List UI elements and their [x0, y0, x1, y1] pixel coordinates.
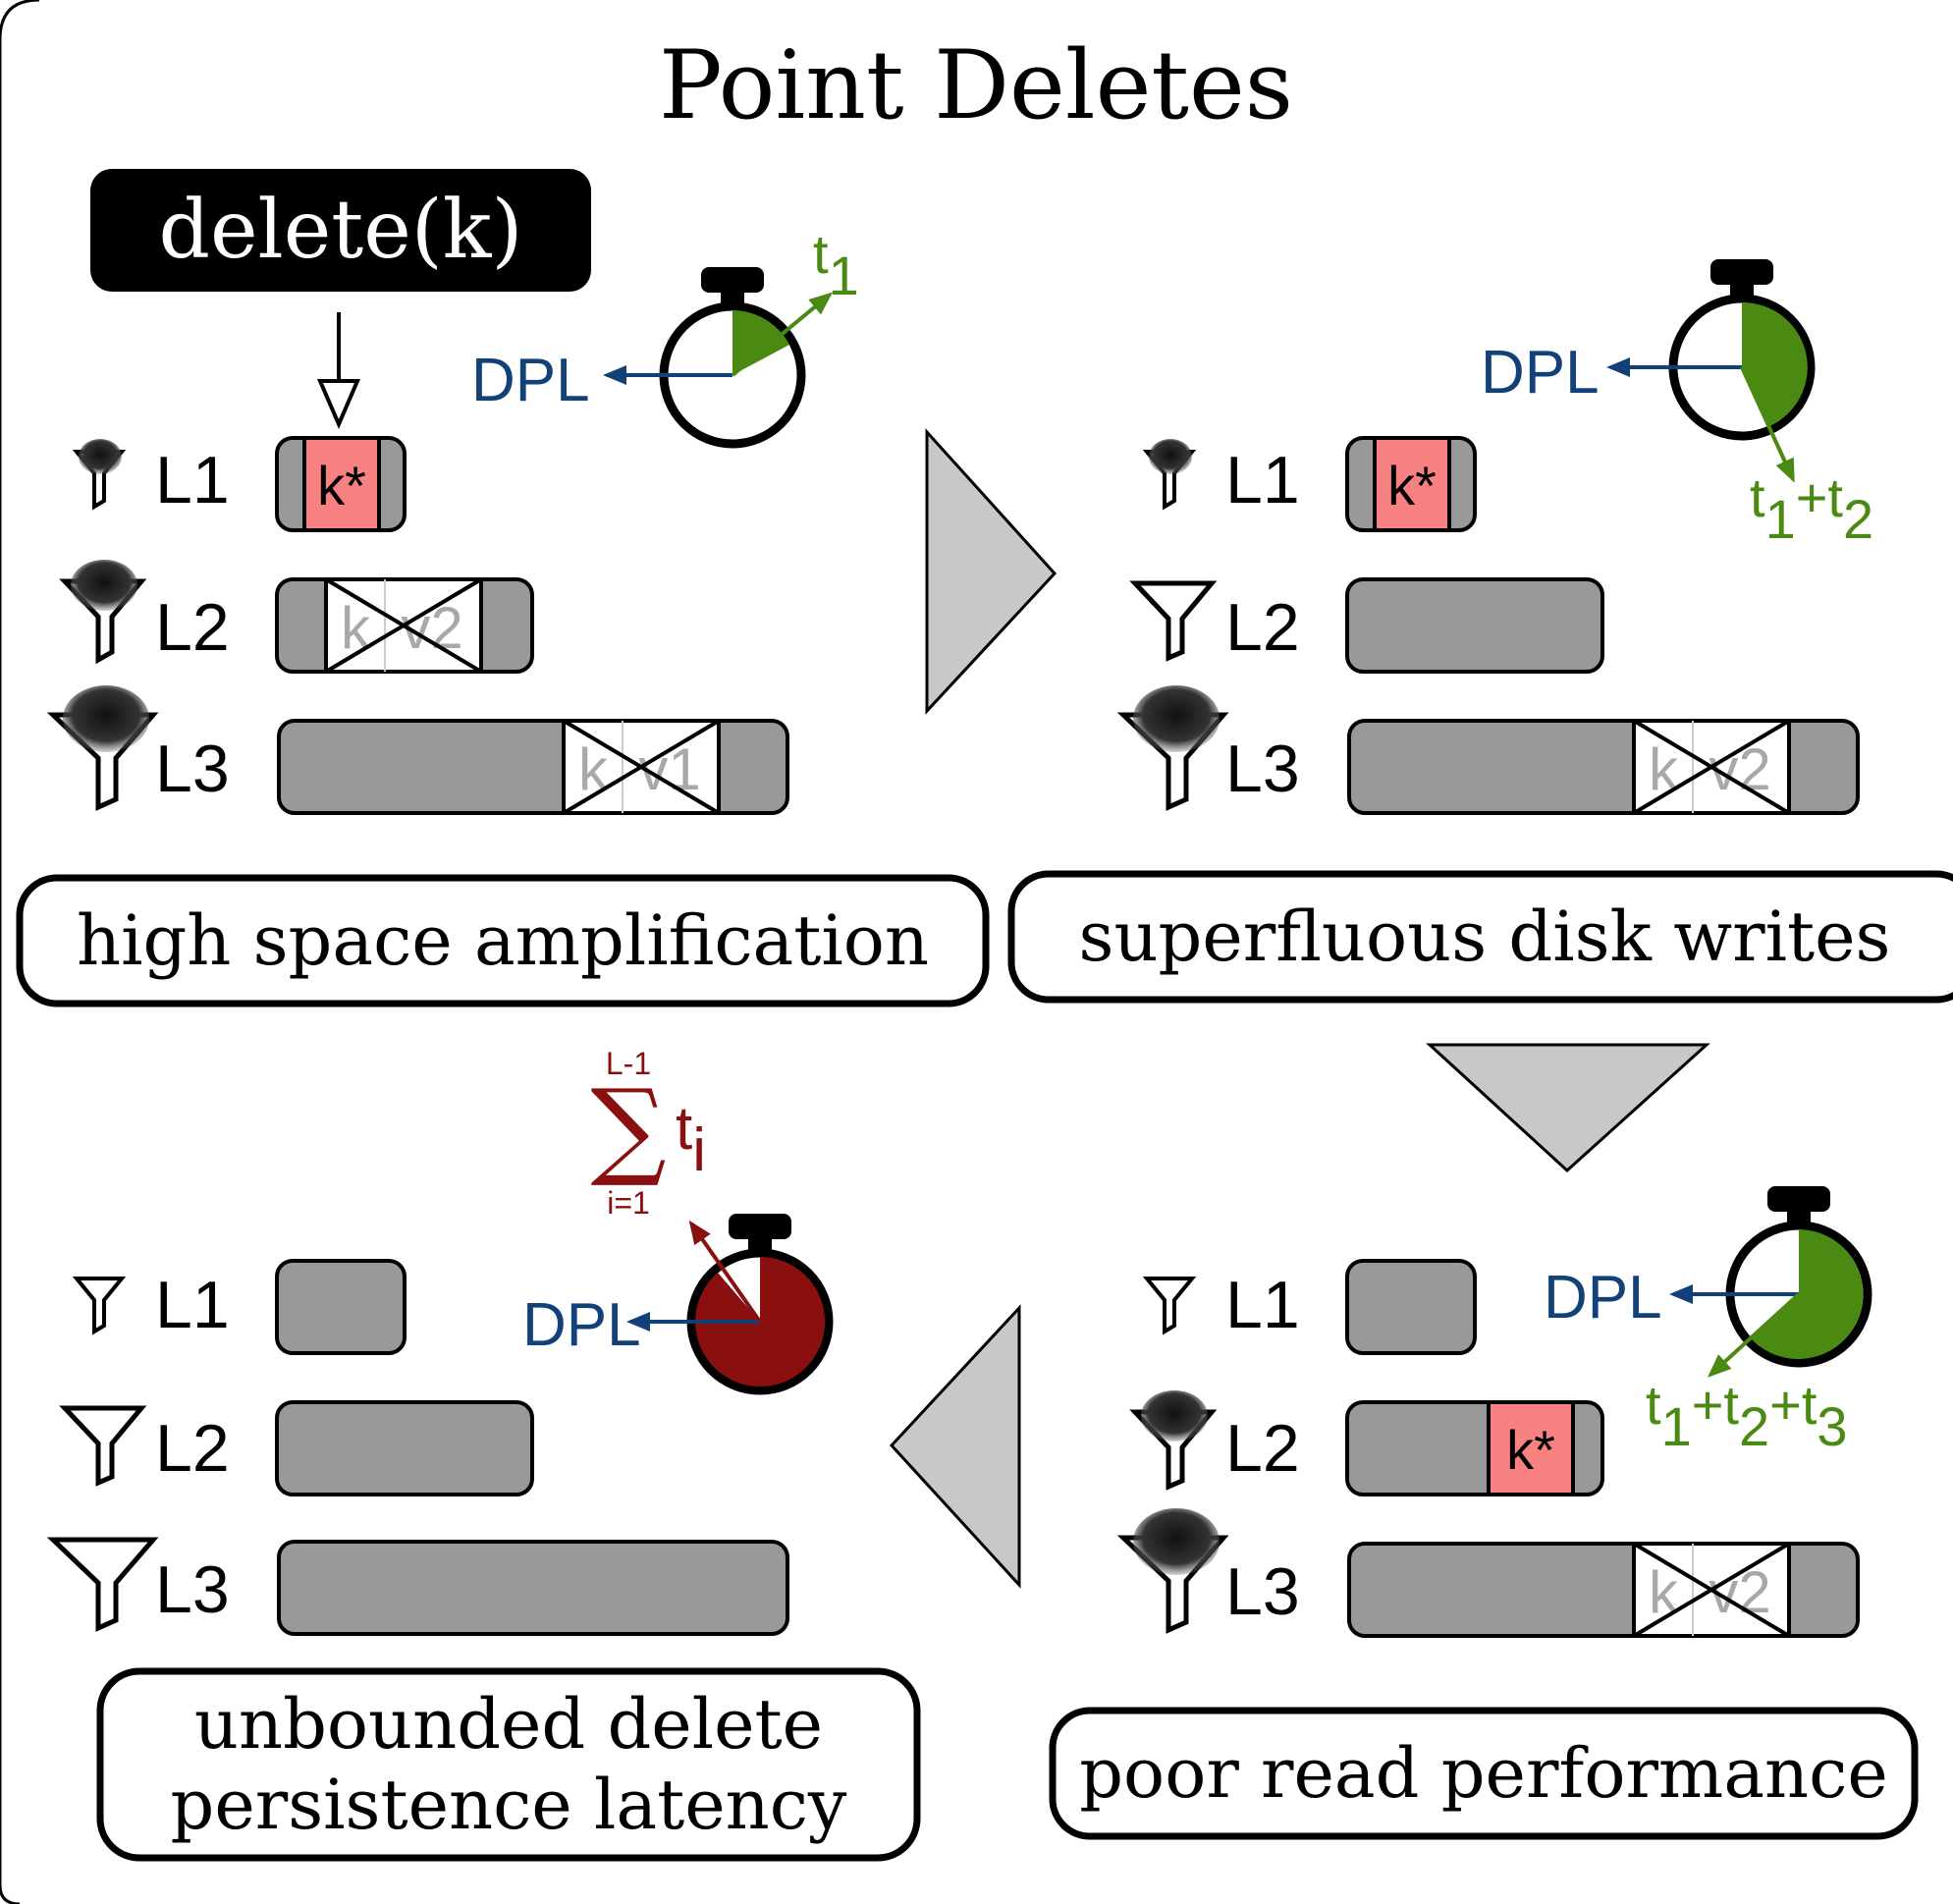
flow-arrow-down: [1426, 1043, 1710, 1173]
page-title: Point Deletes: [659, 30, 1293, 140]
filter-icon-l1-smudged: [1142, 439, 1197, 511]
sum-lower-bound: i=1: [607, 1185, 650, 1221]
dpl-label-bottom-right: DPL: [1544, 1264, 1662, 1332]
sum-term: ti: [676, 1095, 706, 1184]
level-label-l2: L2: [155, 590, 230, 665]
filter-icon-l3-clean: [46, 1537, 159, 1632]
invalidated-entry-l3: k v2: [1632, 1542, 1791, 1638]
level-label-l1: L1: [155, 443, 230, 517]
level-label-l3: L3: [155, 1552, 230, 1627]
filter-icon-l2-clean: [59, 1405, 147, 1487]
delete-command-box: delete(k): [90, 169, 591, 292]
flow-arrow-right: [925, 428, 1058, 715]
run-l2: [275, 1400, 534, 1496]
tombstone-entry: [1373, 436, 1451, 532]
invalidated-entry-l2: k v2: [324, 577, 483, 674]
time-label-t1: t1: [813, 223, 859, 306]
tombstone-label: k*: [317, 455, 366, 517]
caption-box-top-right: [1007, 870, 1953, 1004]
invalidated-entry-l3: k v2: [1632, 719, 1791, 815]
level-label-l2: L2: [155, 1411, 230, 1486]
level-label-l2: L2: [1225, 590, 1300, 665]
run-l2: [1345, 577, 1604, 674]
level-label-l1: L1: [155, 1268, 230, 1342]
level-label-l3: L3: [155, 732, 230, 806]
delete-command-label: delete(k): [159, 184, 523, 277]
dpl-label-top-right: DPL: [1481, 339, 1600, 407]
filter-icon-l1-clean: [1142, 1277, 1197, 1335]
sum-upper-bound: L-1: [606, 1046, 651, 1081]
time-label-t1-t2: t1+t2: [1750, 466, 1873, 550]
level-label-l3: L3: [1225, 732, 1300, 806]
dpl-label-top-left: DPL: [471, 347, 590, 414]
filter-icon-l1-smudged: [72, 439, 127, 511]
dpl-label-bottom-left: DPL: [522, 1291, 641, 1359]
run-l1: [1345, 1259, 1477, 1355]
invalidated-entry-l3: k v1: [562, 719, 721, 815]
flow-arrow-left: [889, 1304, 1021, 1589]
filter-icon-l2-smudged: [1129, 1390, 1218, 1491]
caption-box-top-left: [16, 874, 990, 1007]
panel-top-left: L1 L2 L3 k* k v2 k v1: [16, 223, 990, 1007]
filter-icon-l3-smudged: [46, 685, 159, 811]
caption-box-bottom-right: [1049, 1707, 1919, 1840]
tombstone-entry: [302, 436, 381, 532]
caption-bottom-left-line2: persistence latency: [171, 1765, 847, 1845]
stopwatch-icon-t1-t2-t3: [1669, 1186, 1872, 1378]
frame-edge: [0, 0, 40, 1904]
caption-top-right: superfluous disk writes: [1079, 897, 1891, 977]
level-label-l2: L2: [1225, 1411, 1300, 1486]
filter-icon-l2-smudged: [59, 560, 147, 665]
tombstone-label: k*: [1387, 455, 1437, 517]
time-label-t1-t2-t3: t1+t2+t3: [1646, 1374, 1848, 1457]
stopwatch-icon-sum: [626, 1214, 834, 1395]
run-l3: [277, 1540, 789, 1636]
tombstone-entry: [1487, 1400, 1575, 1496]
insert-arrow: [316, 312, 361, 430]
run-l1: [275, 1259, 407, 1355]
filter-icon-l2-clean: [1129, 580, 1218, 662]
filter-icon-l1-clean: [72, 1277, 127, 1335]
level-label-l1: L1: [1225, 443, 1300, 517]
caption-box-bottom-left: [96, 1667, 921, 1862]
caption-top-left: high space amplification: [77, 900, 929, 981]
panel-top-right: L1 L2 L3 k* k v2: [1007, 259, 1953, 1004]
caption-bottom-right: poor read performance: [1079, 1733, 1888, 1814]
tombstone-label: k*: [1506, 1419, 1555, 1481]
sum-symbol: ∑: [590, 1067, 666, 1190]
panel-bottom-right: L1 L2 L3 k* k v2: [1049, 1186, 1919, 1840]
filter-icon-l3-smudged: [1116, 685, 1229, 811]
level-label-l1: L1: [1225, 1268, 1300, 1342]
caption-bottom-left-line1: unbounded delete: [194, 1684, 823, 1765]
filter-icon-l3-smudged: [1116, 1508, 1229, 1634]
stopwatch-icon-t1: [603, 267, 834, 449]
panel-bottom-left: L1 L2 L3 DPL L-1 ∑ i=1 ti unbounded dele: [46, 1046, 921, 1862]
sum-formula: L-1 ∑ i=1 ti: [590, 1046, 706, 1221]
stopwatch-icon-t1-t2: [1606, 259, 1816, 483]
level-label-l3: L3: [1225, 1554, 1300, 1629]
